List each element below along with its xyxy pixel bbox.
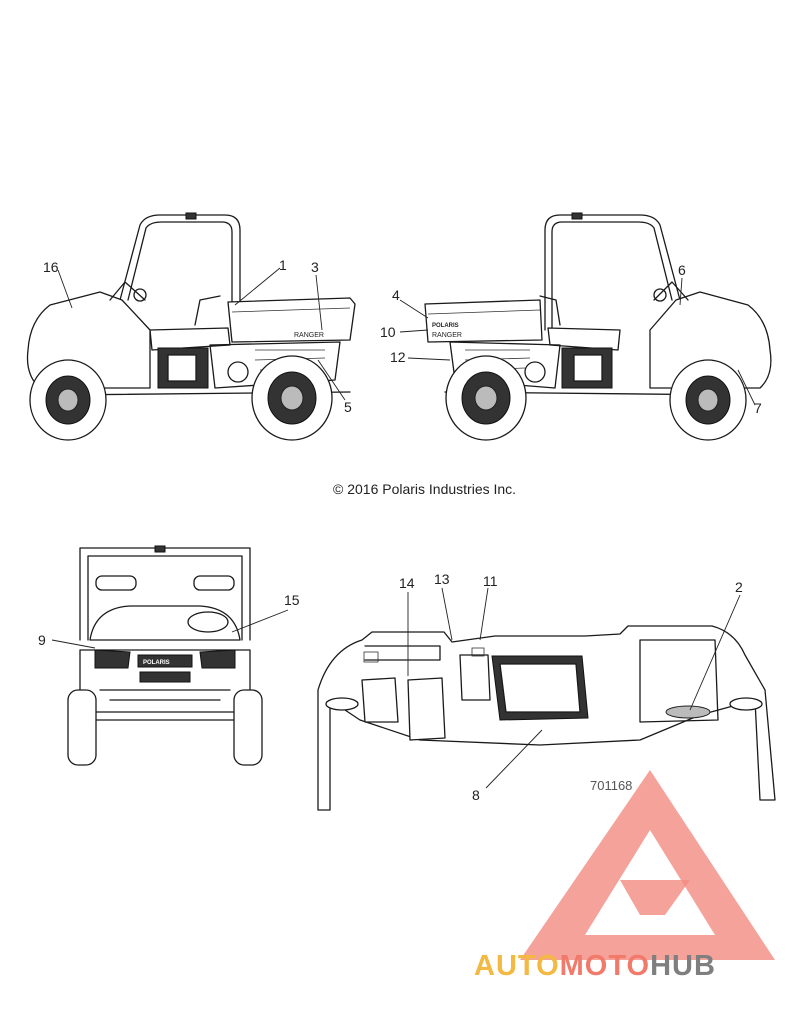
vehicle-right-side-view: POLARIS RANGER [424,212,772,441]
callout-9: 9 [38,632,46,648]
callout-7: 7 [754,400,762,416]
copyright-text: © 2016 Polaris Industries Inc. [333,481,516,497]
callout-13: 13 [434,571,450,587]
left-decal-ranger: RANGER [294,332,324,339]
callout-11: 11 [483,573,498,589]
dashboard-view [317,625,776,811]
watermark-moto: MOTO [560,950,650,982]
callout-3: 3 [311,259,319,275]
callout-6: 6 [678,262,686,278]
callout-16: 16 [43,259,59,275]
callout-8: 8 [472,787,480,803]
callout-numbers: 1 2 3 4 5 6 7 8 9 10 11 12 13 14 15 16 [38,257,762,803]
callout-1: 1 [279,257,287,273]
callout-2: 2 [735,579,743,595]
watermark-hub: HUB [650,950,716,982]
leader-lines [51,267,756,789]
watermark-auto: AUTO [474,950,560,982]
callout-14: 14 [399,575,415,591]
part-number: 701168 [590,778,632,793]
watermark-triangle-icon [520,770,775,960]
callout-15: 15 [284,592,300,608]
callout-10: 10 [380,324,396,340]
front-decal-polaris: POLARIS [143,660,170,666]
right-decal-ranger: RANGER [432,332,462,339]
right-decal-polaris: POLARIS [432,323,459,329]
callout-12: 12 [390,349,406,365]
svg-text:AUTOMOTOHUB: AUTOMOTOHUB [474,950,716,982]
vehicle-front-view: POLARIS [67,545,263,766]
vehicle-left-side-view: RANGER [26,212,356,441]
automotohub-watermark: AUTOMOTOHUB [474,770,775,982]
callout-5: 5 [344,399,352,415]
callout-4: 4 [392,287,400,303]
watermark-swoosh-icon [620,880,690,915]
